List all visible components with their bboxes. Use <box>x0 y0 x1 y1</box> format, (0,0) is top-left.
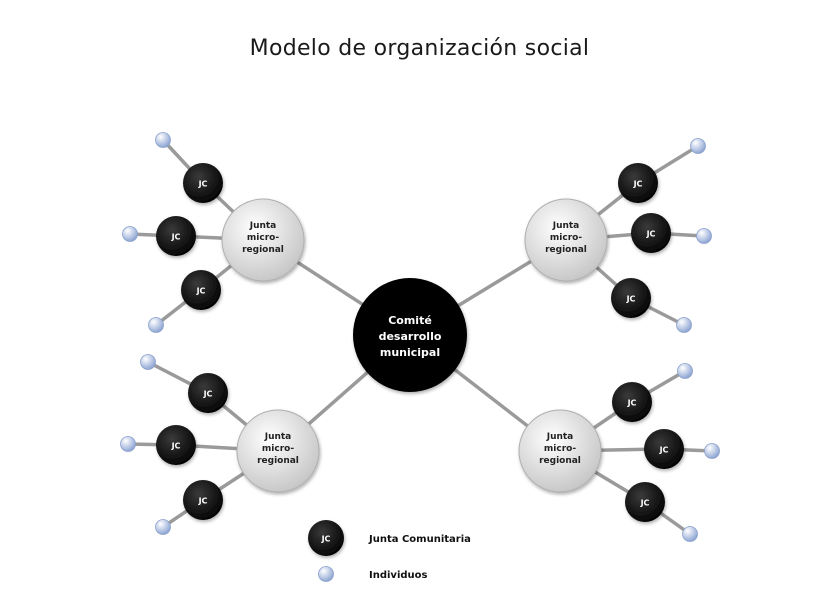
jc-node-3-2 <box>156 425 196 465</box>
center-node-label-line: municipal <box>380 346 440 359</box>
legend-individual-symbol <box>318 566 334 582</box>
individual-node-2-1 <box>690 138 706 154</box>
jc-node-3-1 <box>188 373 228 413</box>
page-title: Modelo de organización social <box>249 36 590 61</box>
jc-node-label-3-1: JC <box>203 390 213 399</box>
jc-node-1-1 <box>183 163 223 203</box>
legend-label-individual: Individuos <box>369 570 428 581</box>
legend-label-jc: Junta Comunitaria <box>368 534 471 545</box>
jc-node-2-1 <box>618 163 658 203</box>
micro-regional-label-2-line: regional <box>545 245 587 255</box>
jc-node-4-1 <box>612 382 652 422</box>
center-node-label: Comité desarrollo municipal <box>379 314 442 359</box>
micro-regional-node-2 <box>524 198 608 282</box>
center-node-comite <box>353 278 467 392</box>
jc-node-4-2 <box>644 429 684 469</box>
individual-node-3-2 <box>120 436 136 452</box>
legend-jc-symbol-label: JC <box>321 535 331 544</box>
jc-node-label-2-3: JC <box>626 295 636 304</box>
jc-node-4-3 <box>625 482 665 522</box>
jc-node-label-4-2: JC <box>659 446 669 455</box>
individual-node-4-3 <box>682 526 698 542</box>
micro-regional-label-2-line: micro- <box>550 233 582 243</box>
jc-node-label-4-1: JC <box>627 399 637 408</box>
jc-node-2-3 <box>611 278 651 318</box>
individual-node-1-3 <box>148 317 164 333</box>
micro-regional-label-2-line: Junta <box>552 221 580 231</box>
jc-node-label-2-1: JC <box>633 180 643 189</box>
micro-regional-label-3-line: micro- <box>262 444 294 454</box>
jc-node-label-4-3: JC <box>640 499 650 508</box>
jc-node-label-1-1: JC <box>198 180 208 189</box>
micro-regional-label-1-line: regional <box>242 245 284 255</box>
jc-node-label-1-3: JC <box>196 287 206 296</box>
jc-node-1-3 <box>181 270 221 310</box>
jc-node-label-1-2: JC <box>171 233 181 242</box>
micro-regional-label-4-line: regional <box>539 456 581 466</box>
center-node-label-line: Comité <box>388 314 432 327</box>
micro-regional-label-1: Junta micro-regional <box>242 221 284 255</box>
micro-regional-label-4-line: Junta <box>546 432 574 442</box>
individual-node-4-2 <box>704 443 720 459</box>
micro-regional-label-3-line: Junta <box>264 432 292 442</box>
micro-regional-label-1-line: Junta <box>249 221 277 231</box>
jc-node-2-2 <box>631 213 671 253</box>
individual-node-1-2 <box>122 226 138 242</box>
individual-node-1-1 <box>155 132 171 148</box>
individual-node-3-3 <box>155 519 171 535</box>
jc-node-3-3 <box>183 480 223 520</box>
jc-node-label-3-2: JC <box>171 442 181 451</box>
legend-jc-symbol <box>308 520 344 556</box>
micro-regional-label-3: Junta micro-regional <box>257 432 299 466</box>
micro-regional-label-4: Junta micro-regional <box>539 432 581 466</box>
micro-regional-node-1 <box>221 198 305 282</box>
micro-regional-label-1-line: micro- <box>247 233 279 243</box>
individual-node-2-2 <box>696 228 712 244</box>
micro-regional-node-3 <box>236 409 320 493</box>
micro-regional-label-2: Junta micro-regional <box>545 221 587 255</box>
micro-regional-label-3-line: regional <box>257 456 299 466</box>
individual-node-2-3 <box>676 317 692 333</box>
micro-regional-node-4 <box>518 409 602 493</box>
jc-node-label-3-3: JC <box>198 497 208 506</box>
jc-node-label-2-2: JC <box>646 230 656 239</box>
jc-node-1-2 <box>156 216 196 256</box>
individual-node-4-1 <box>677 363 693 379</box>
center-node-label-line: desarrollo <box>379 330 442 343</box>
individual-node-3-1 <box>140 354 156 370</box>
micro-regional-label-4-line: micro- <box>544 444 576 454</box>
